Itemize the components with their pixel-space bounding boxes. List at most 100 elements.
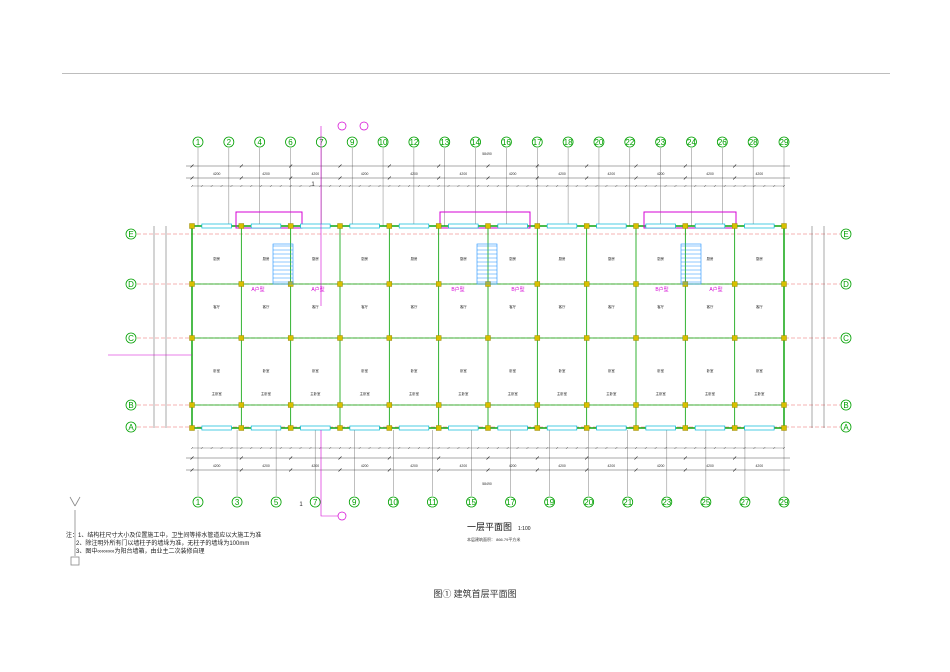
room-label: 卧室: [756, 368, 763, 373]
axis-bubble-bottom: [505, 496, 516, 508]
axis-bubble-bottom: [348, 496, 360, 508]
structural-column: [386, 281, 393, 287]
axis-bubble-top: [624, 136, 636, 148]
room-label: 卧室: [559, 368, 566, 373]
axis-bubble-top: [285, 136, 296, 148]
structural-column: [583, 335, 590, 341]
window: [201, 223, 232, 229]
room-label: 厨房: [460, 256, 467, 261]
dimension-tick: [634, 468, 638, 472]
room-label: 厨房: [559, 256, 566, 261]
axis-label-bottom: 15: [467, 498, 476, 507]
room-label: 客厅: [756, 304, 763, 309]
axis-label-top: 6: [288, 138, 293, 147]
structural-column: [534, 223, 541, 229]
segment-dimension: 4200: [361, 464, 369, 468]
segment-dimension: 4200: [410, 464, 418, 468]
window: [694, 223, 726, 229]
structural-column: [633, 281, 639, 287]
room-label: 卧室: [460, 368, 467, 373]
axis-bubble-top: [223, 136, 235, 148]
structural-column: [633, 402, 639, 408]
structural-column: [781, 402, 787, 408]
window: [497, 223, 528, 229]
structural-column: [731, 402, 738, 408]
drawing-title: 一层平面图: [467, 522, 513, 532]
window: [300, 223, 331, 229]
window: [546, 425, 578, 431]
structural-column: [781, 335, 787, 341]
dimension-tick: [436, 164, 441, 168]
window: [448, 425, 479, 431]
room-label: 卧室: [509, 368, 516, 373]
dimension-tick: [683, 468, 688, 472]
room-label: 卧室: [263, 368, 270, 373]
room-label: 卧室: [608, 368, 615, 373]
structural-column: [337, 402, 343, 408]
segment-dimension: 4200: [460, 464, 468, 468]
dimension-tick: [338, 164, 342, 168]
structural-column: [337, 335, 343, 341]
dimension-tick: [288, 176, 293, 180]
axis-bubble-bottom: [583, 496, 595, 508]
axis-bubble-bottom: [544, 496, 555, 508]
dimension-tick: [239, 456, 244, 460]
structural-column: [731, 335, 738, 341]
axis-bubble-top: [747, 136, 759, 148]
structural-column: [682, 402, 689, 408]
axis-bubble-row: [840, 228, 852, 240]
axis-label-top: 4: [257, 138, 262, 147]
note-line-3: 3、图中∞∞∞∞为阳台墙箱，由业主二次装修自理: [76, 549, 205, 555]
axis-label-top: 23: [656, 138, 665, 147]
dimension-tick: [584, 456, 589, 460]
dimension-tick: [190, 164, 194, 168]
structural-column: [682, 223, 689, 229]
wall-layer: [189, 211, 787, 431]
window: [546, 223, 578, 229]
axis-bubble-bottom: [192, 496, 204, 508]
axis-bubble-row: [125, 399, 137, 411]
room-label: 卧室: [312, 368, 319, 373]
room-label: 主卧室: [458, 391, 469, 396]
structural-column: [238, 281, 245, 287]
axis-bubble-bottom: [426, 496, 438, 508]
room-label: 主卧室: [261, 391, 272, 396]
axis-label-row: C: [128, 334, 134, 343]
axis-label-bottom: 11: [428, 498, 437, 507]
dimension-tick: [387, 176, 392, 180]
window: [744, 223, 775, 229]
axis-bubble-bottom: [270, 496, 282, 508]
structural-column: [633, 425, 639, 431]
dimension-tick: [634, 176, 638, 180]
axis-bubble-top: [377, 136, 389, 148]
structural-column: [583, 223, 590, 229]
room-label: 厨房: [312, 256, 319, 261]
room-label: 客厅: [707, 304, 714, 309]
dimension-tick: [584, 164, 589, 168]
structural-column: [386, 335, 393, 341]
structural-column: [189, 281, 195, 287]
room-label: 厨房: [509, 256, 516, 261]
stair-outline: [272, 243, 294, 285]
window: [300, 425, 331, 431]
window: [349, 223, 380, 229]
structural-column: [287, 425, 294, 431]
axis-label-row: D: [843, 280, 849, 289]
axis-label-top: 7: [319, 138, 324, 147]
axis-label-row: B: [843, 401, 848, 410]
axis-bubble-row: [840, 399, 852, 411]
dimension-tick: [486, 468, 490, 472]
axis-label-row: B: [128, 401, 133, 410]
dimension-tick: [190, 468, 194, 472]
dimension-tick: [634, 456, 638, 460]
structural-column: [682, 335, 689, 341]
dimension-tick: [190, 456, 194, 460]
dimension-tick: [486, 176, 490, 180]
axis-bubble-top: [716, 136, 728, 148]
dimension-tick: [338, 176, 342, 180]
room-label: 客厅: [213, 304, 220, 309]
axis-label-bottom: 23: [662, 498, 671, 507]
axis-label-bottom: 7: [313, 498, 318, 507]
dimension-tick: [486, 456, 490, 460]
